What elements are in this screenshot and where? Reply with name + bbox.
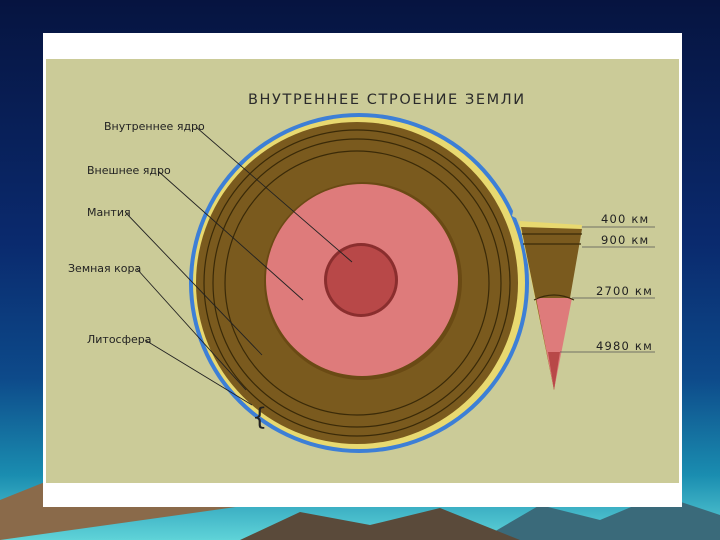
- label-lithosphere: Литосфера: [87, 333, 152, 346]
- label-inner-core: Внутреннее ядро: [104, 120, 205, 133]
- cross-section-wedge: [519, 221, 582, 390]
- depth-label-4980: 4980 км: [596, 339, 653, 353]
- label-mantle: Мантия: [87, 206, 131, 219]
- depth-label-900: 900 км: [601, 233, 649, 247]
- label-crust: Земная кора: [68, 262, 141, 275]
- diagram-panel: ВНУТРЕННЕЕ СТРОЕНИЕ ЗЕМЛИ {: [46, 59, 679, 483]
- lithosphere-bracket: {: [252, 403, 267, 431]
- earth-globe: [189, 113, 529, 453]
- slide-frame: ВНУТРЕННЕЕ СТРОЕНИЕ ЗЕМЛИ {: [43, 33, 682, 507]
- earth-structure-diagram: ВНУТРЕННЕЕ СТРОЕНИЕ ЗЕМЛИ {: [46, 59, 679, 483]
- diagram-title: ВНУТРЕННЕЕ СТРОЕНИЕ ЗЕМЛИ: [248, 92, 526, 108]
- inner-core: [327, 246, 395, 314]
- label-outer-core: Внешнее ядро: [87, 164, 171, 177]
- depth-label-2700: 2700 км: [596, 284, 653, 298]
- wedge-inner-core: [548, 352, 560, 390]
- depth-label-400: 400 км: [601, 212, 649, 226]
- mountain-center: [240, 508, 520, 540]
